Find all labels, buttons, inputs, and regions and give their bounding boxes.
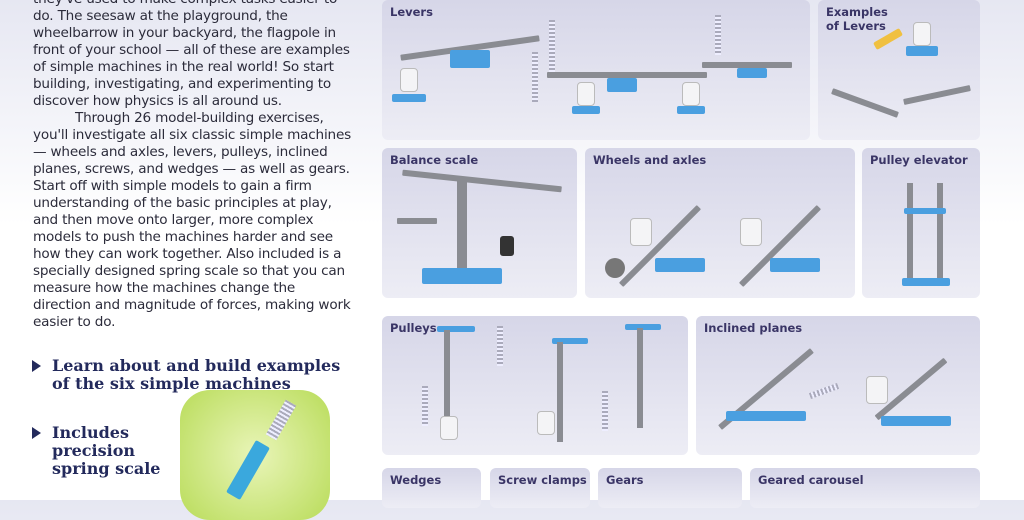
panel-label: Screw clamps xyxy=(498,473,587,487)
panel-levers: Levers xyxy=(382,0,810,140)
panel-label: Balance scale xyxy=(390,153,479,167)
intro-paragraph-1-text: The seesaw at the playground, the wheelb… xyxy=(33,8,350,109)
panel-balance-scale: Balance scale xyxy=(382,148,577,298)
panel-label: Pulleys xyxy=(390,321,437,335)
panel-wedges: Wedges xyxy=(382,468,481,508)
intro-line-cut: they've used to make complex tasks easie… xyxy=(33,0,337,24)
panel-label: Wedges xyxy=(390,473,442,487)
triangle-bullet-icon xyxy=(32,360,41,372)
intro-paragraph-1: they've used to make complex tasks easie… xyxy=(33,0,353,110)
intro-paragraph-2: Through 26 model-building exercises, you… xyxy=(33,110,351,330)
panel-label: Pulley elevator xyxy=(870,153,968,167)
panel-label: Examples of Levers xyxy=(826,5,888,33)
panel-examples-of-levers: Examples of Levers xyxy=(818,0,980,140)
panel-inclined-planes: Inclined planes xyxy=(696,316,980,455)
bullet-spring-scale: Includes precision spring scale xyxy=(32,424,182,478)
bullet-text: Includes precision spring scale xyxy=(52,423,161,478)
spring-scale-image xyxy=(180,390,330,520)
panel-label: Geared carousel xyxy=(758,473,864,487)
bullet-learn: Learn about and build examples of the si… xyxy=(32,357,352,393)
panel-label: Inclined planes xyxy=(704,321,803,335)
panel-screw-clamps: Screw clamps xyxy=(490,468,590,508)
panel-label: Wheels and axles xyxy=(593,153,707,167)
bullet-text: Learn about and build examples of the si… xyxy=(52,356,341,393)
intro-text: they've used to make complex tasks easie… xyxy=(33,0,353,331)
panel-gears: Gears xyxy=(598,468,742,508)
panel-pulley-elevator: Pulley elevator xyxy=(862,148,980,298)
panel-label: Gears xyxy=(606,473,644,487)
triangle-bullet-icon xyxy=(32,427,41,439)
panel-pulleys: Pulleys xyxy=(382,316,688,455)
panel-wheels-and-axles: Wheels and axles xyxy=(585,148,855,298)
panel-geared-carousel: Geared carousel xyxy=(750,468,980,508)
panel-label: Levers xyxy=(390,5,433,19)
